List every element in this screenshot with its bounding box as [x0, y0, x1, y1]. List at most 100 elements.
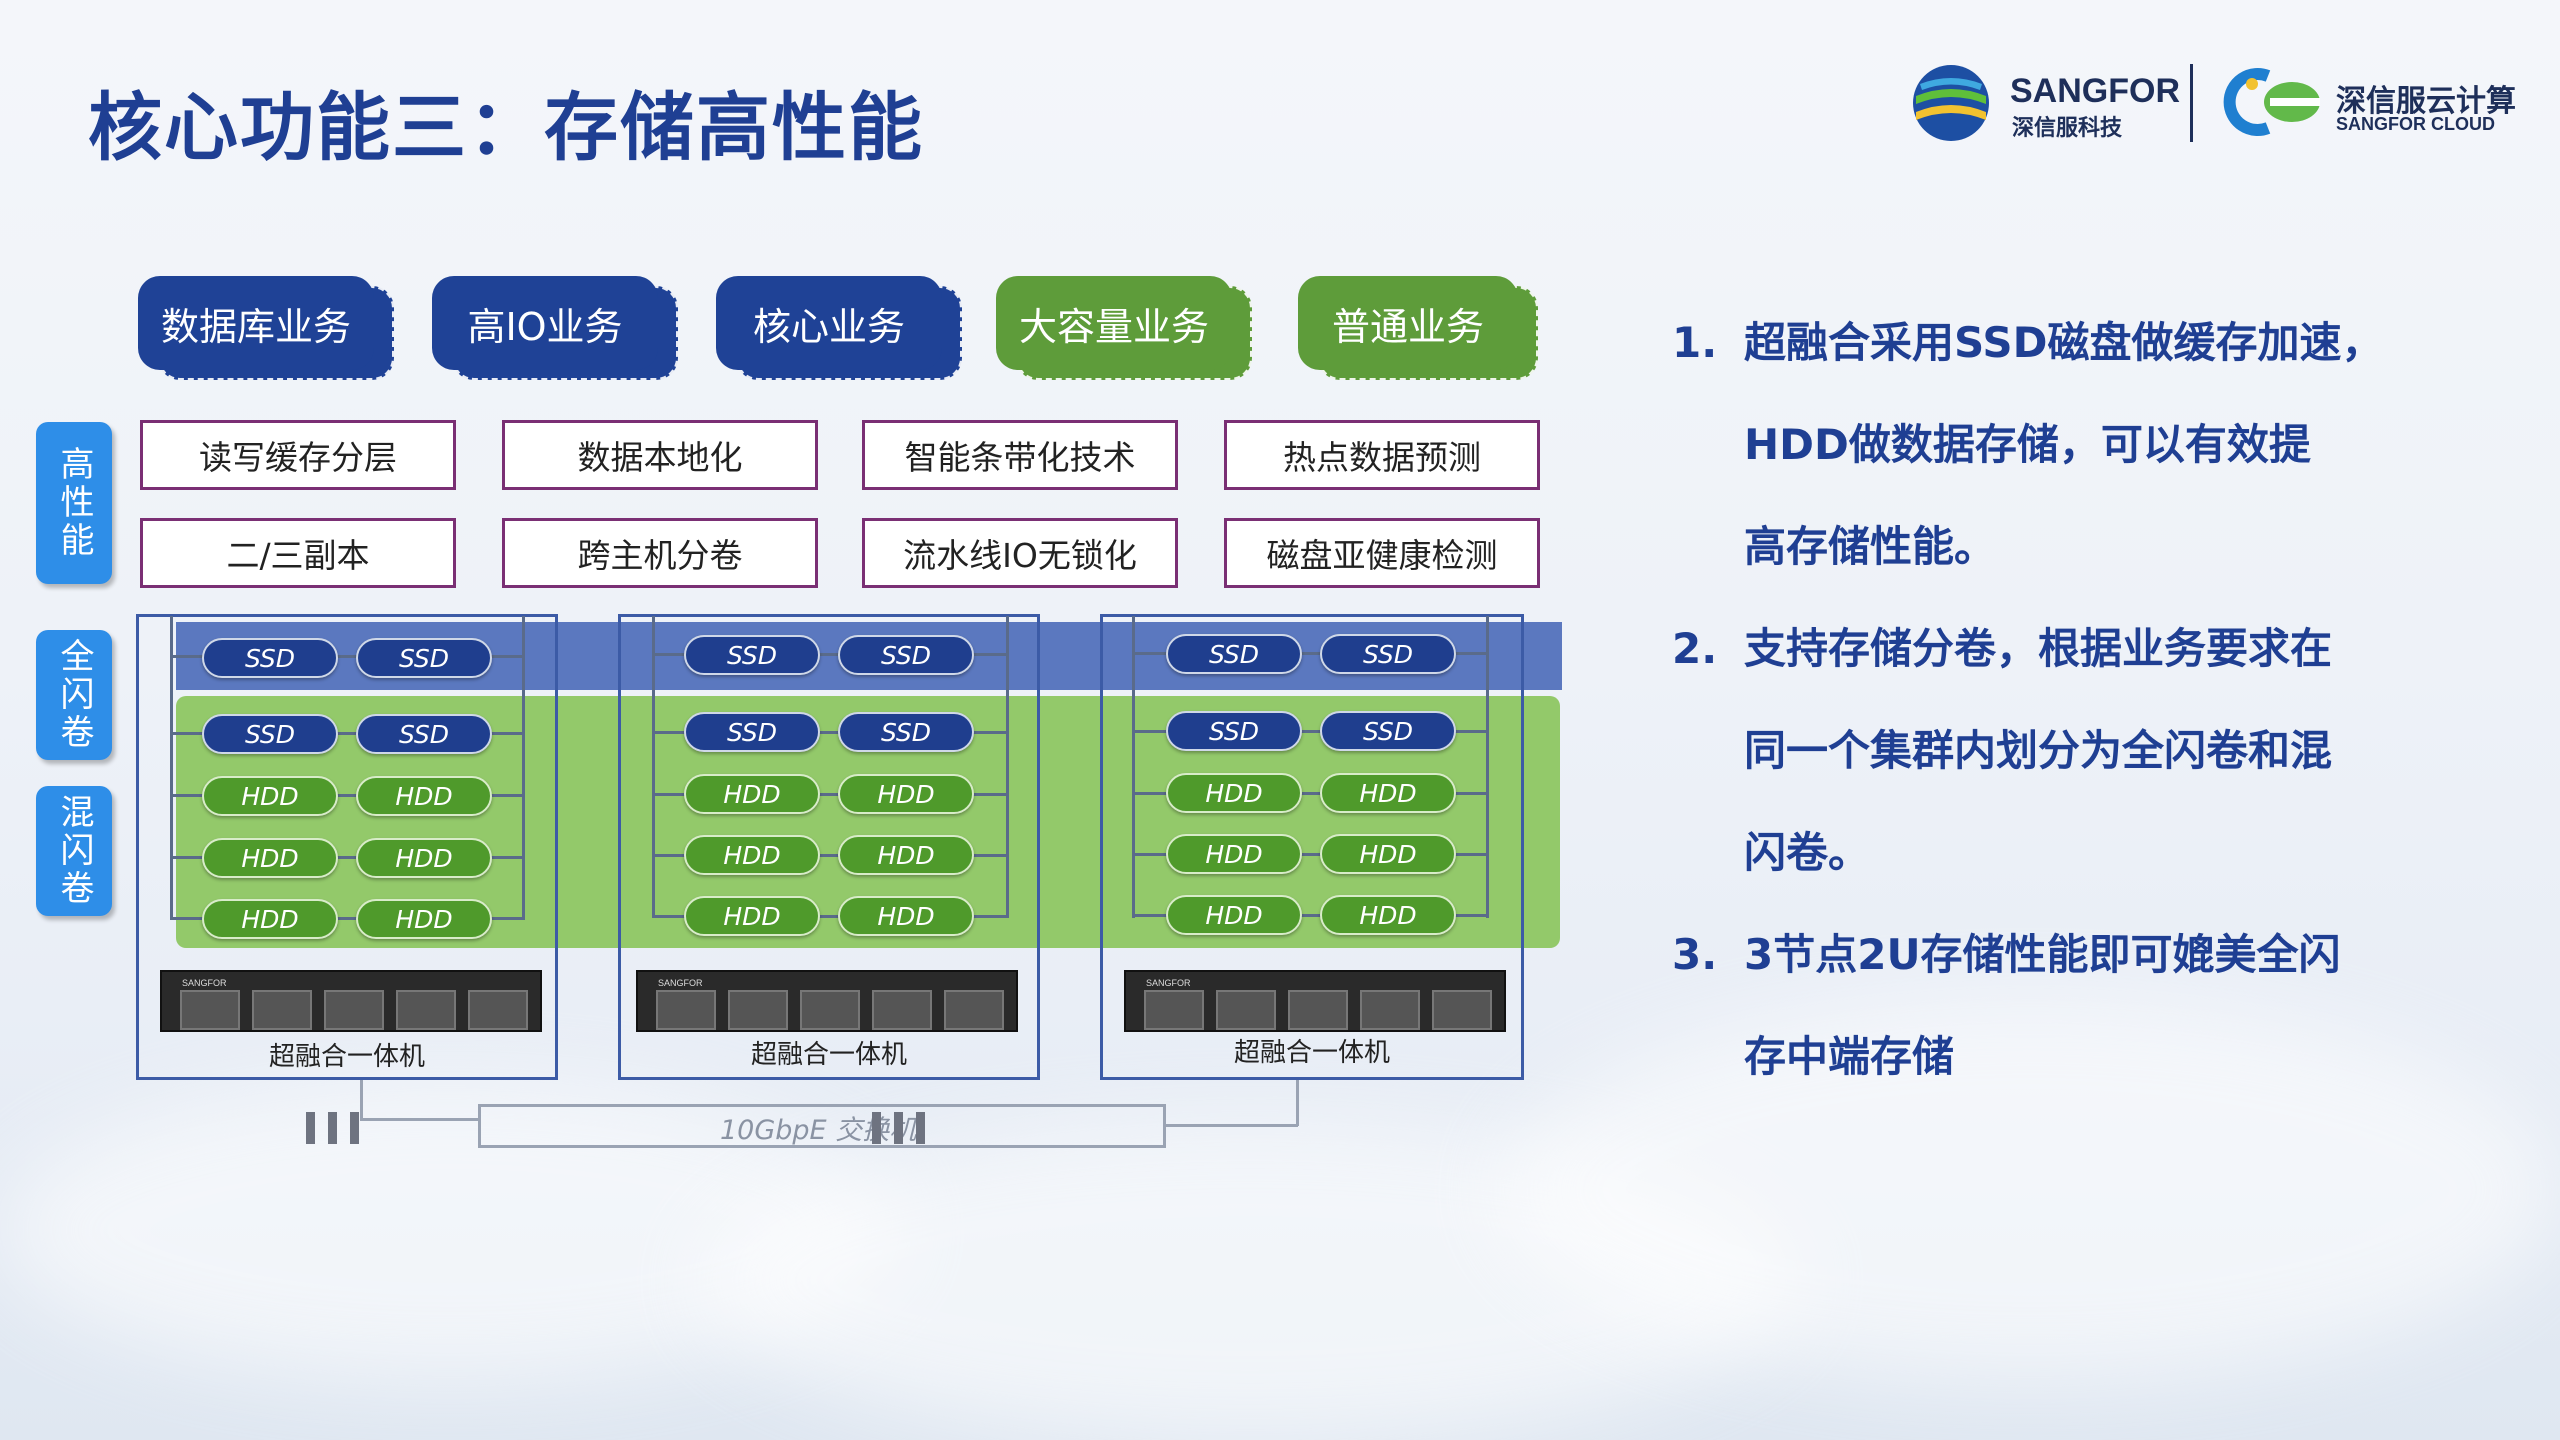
server-brand: SANGFOR	[658, 978, 703, 988]
connector-line	[522, 616, 525, 918]
bullet-number: 1.	[1672, 318, 1718, 367]
business-high-io: 高IO业务	[432, 276, 658, 370]
port-icon	[328, 1112, 337, 1144]
switch-link-line	[360, 1080, 363, 1120]
hdd-disk: HDD	[356, 838, 492, 878]
bullet-line: 闪卷。	[1744, 828, 1871, 877]
switch-link-line	[1166, 1124, 1298, 1127]
server-brand: SANGFOR	[182, 978, 227, 988]
switch-link-line	[1296, 1080, 1299, 1126]
drive-bay	[800, 990, 860, 1030]
logo-brand-right: 深信服云计算	[2336, 85, 2516, 118]
bullet-number: 2.	[1672, 624, 1718, 673]
port-icon	[916, 1112, 925, 1144]
connector-line	[170, 856, 525, 859]
feature-box: 二/三副本	[140, 518, 456, 588]
ssd-disk: SSD	[1320, 634, 1456, 674]
hdd-disk: HDD	[1166, 773, 1302, 813]
connector-line	[1132, 914, 1489, 917]
drive-bay	[252, 990, 312, 1030]
hdd-disk: HDD	[684, 896, 820, 936]
hdd-disk: HDD	[1320, 773, 1456, 813]
connector-line	[1132, 616, 1135, 918]
connector-line	[652, 915, 1009, 918]
logo-sub-right: SANGFOR CLOUD	[2336, 114, 2495, 134]
drive-bay	[468, 990, 528, 1030]
feature-box: 跨主机分卷	[502, 518, 818, 588]
switch-link-line	[360, 1118, 480, 1121]
feature-box: 智能条带化技术	[862, 420, 1178, 490]
hdd-disk: HDD	[838, 835, 974, 875]
connector-line	[170, 655, 525, 658]
switch-label: 10GbpE 交换机	[720, 1115, 917, 1146]
hdd-disk: HDD	[684, 774, 820, 814]
drive-bay	[944, 990, 1004, 1030]
drive-bay	[656, 990, 716, 1030]
page-title: 核心功能三：存储高性能	[88, 85, 924, 171]
bullet-line: 高存储性能。	[1744, 522, 1997, 571]
ssd-disk: SSD	[1320, 711, 1456, 751]
drive-bay	[1432, 990, 1492, 1030]
logo-divider	[2190, 64, 2193, 142]
business-large-capacity: 大容量业务	[996, 276, 1232, 370]
connector-line	[170, 917, 525, 920]
hdd-disk: HDD	[202, 776, 338, 816]
sangfor-logo-icon	[1910, 62, 1992, 144]
connector-line	[652, 653, 1009, 656]
connector-line	[1006, 616, 1009, 918]
connector-line	[170, 732, 525, 735]
ssd-disk: SSD	[356, 714, 492, 754]
feature-box: 流水线IO无锁化	[862, 518, 1178, 588]
bullet-number: 3.	[1672, 930, 1718, 979]
hdd-disk: HDD	[1320, 895, 1456, 935]
connector-line	[652, 731, 1009, 734]
connector-line	[652, 793, 1009, 796]
port-icon	[872, 1112, 881, 1144]
port-icon	[350, 1112, 359, 1144]
connector-line	[170, 616, 173, 918]
connector-line	[1132, 652, 1489, 655]
ssd-disk: SSD	[838, 712, 974, 752]
side-label-text: 全闪卷	[54, 638, 94, 752]
sangfor-cloud-logo-icon	[2222, 66, 2328, 138]
drive-bay	[1144, 990, 1204, 1030]
hdd-disk: HDD	[1166, 895, 1302, 935]
hdd-disk: HDD	[356, 899, 492, 939]
logo-brand-left: SANGFOR	[2010, 72, 2180, 110]
node-box	[618, 614, 1040, 1080]
port-icon	[894, 1112, 903, 1144]
bullet-line: 存中端存储	[1744, 1032, 1955, 1081]
ssd-disk: SSD	[356, 638, 492, 678]
side-label-text: 高性能	[54, 446, 94, 560]
ssd-disk: SSD	[684, 635, 820, 675]
connector-line	[1132, 853, 1489, 856]
hdd-disk: HDD	[202, 838, 338, 878]
feature-box: 数据本地化	[502, 420, 818, 490]
port-icon	[306, 1112, 315, 1144]
business-general: 普通业务	[1298, 276, 1518, 370]
business-database: 数据库业务	[138, 276, 374, 370]
hdd-disk: HDD	[684, 835, 820, 875]
feature-box: 读写缓存分层	[140, 420, 456, 490]
connector-line	[1132, 730, 1489, 733]
hdd-disk: HDD	[838, 774, 974, 814]
drive-bay	[324, 990, 384, 1030]
node-label: 超融合一体机	[268, 1042, 425, 1072]
drive-bay	[728, 990, 788, 1030]
bullet-text: 超融合采用SSD磁盘做缓存加速， HDD做数据存储，可以有效提 高存储性能。	[1744, 292, 2504, 598]
node-box	[1100, 614, 1524, 1080]
server-chassis-icon: SANGFOR	[160, 970, 542, 1032]
side-label-high-performance: 高性能	[36, 422, 112, 584]
ssd-disk: SSD	[838, 635, 974, 675]
connector-line	[1486, 616, 1489, 918]
side-label-hybrid-flash: 混闪卷	[36, 786, 112, 916]
bullet-line: 同一个集群内划分为全闪卷和混	[1744, 726, 2333, 775]
server-chassis-icon: SANGFOR	[1124, 970, 1506, 1032]
connector-line	[170, 794, 525, 797]
ssd-disk: SSD	[202, 714, 338, 754]
bullet-line: HDD做数据存储，可以有效提	[1744, 420, 2311, 469]
feature-box: 磁盘亚健康检测	[1224, 518, 1540, 588]
cloud-decoration	[1500, 1000, 2560, 1380]
node-label: 超融合一体机	[1233, 1038, 1390, 1068]
bullet-text: 支持存储分卷，根据业务要求在 同一个集群内划分为全闪卷和混 闪卷。	[1744, 598, 2504, 904]
